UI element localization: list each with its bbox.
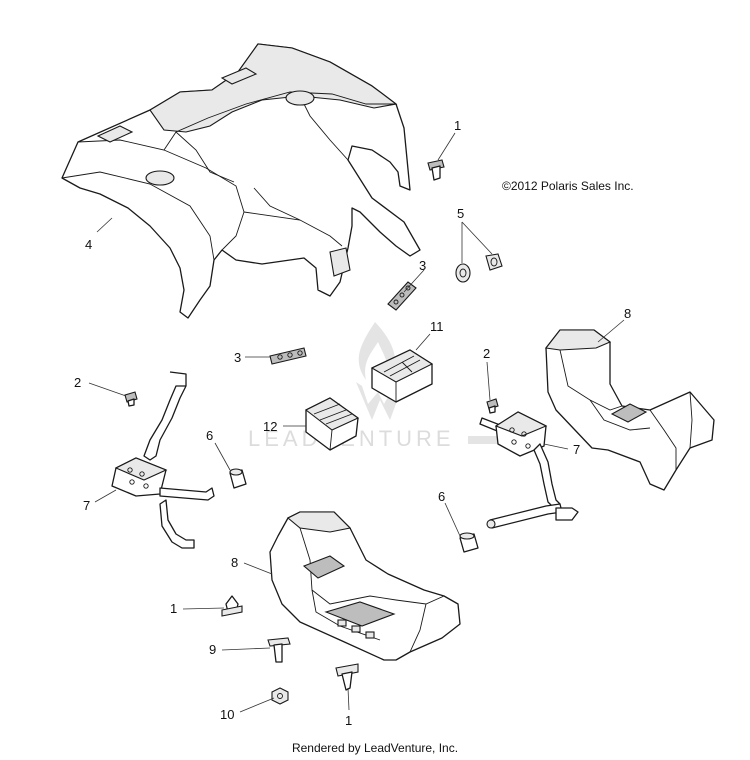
nut [271, 687, 289, 705]
fastener-strip-lower [269, 347, 307, 365]
bracket-block-11 [370, 349, 434, 403]
fastener-strip-upper [387, 281, 417, 311]
footrest-bracket-right [479, 411, 579, 529]
callout-1-top: 1 [454, 118, 461, 133]
copyright-text: ©2012 Polaris Sales Inc. [502, 179, 634, 193]
callout-7-left: 7 [83, 498, 90, 513]
callout-8-lower: 8 [231, 555, 238, 570]
leader-lines [88, 132, 625, 713]
callout-6-left: 6 [206, 428, 213, 443]
bushing-right [459, 532, 479, 553]
callout-11: 11 [430, 319, 444, 334]
callout-8-right: 8 [624, 306, 631, 321]
rear-fender [61, 43, 421, 319]
callout-2-left: 2 [74, 375, 81, 390]
grommet-pair [455, 253, 503, 283]
bolt [267, 637, 291, 663]
callout-3-upper: 3 [419, 258, 426, 273]
callout-12: 12 [263, 419, 277, 434]
callout-9: 9 [209, 642, 216, 657]
push-rivet-mid [221, 595, 243, 617]
callout-10: 10 [220, 707, 234, 722]
bushing-left [229, 468, 247, 489]
callout-5: 5 [457, 206, 464, 221]
callout-1-bottom: 1 [345, 713, 352, 728]
callout-2-right: 2 [483, 346, 490, 361]
callouts: 1 5 3 4 3 11 12 2 2 6 7 8 7 6 8 1 9 10 1 [74, 118, 631, 728]
footwell-left [269, 511, 461, 661]
callout-7-right: 7 [573, 442, 580, 457]
callout-4: 4 [85, 237, 92, 252]
callout-1-mid: 1 [170, 601, 177, 616]
footwell-right [544, 329, 715, 491]
bracket-block-12 [304, 397, 360, 451]
footer-credit: Rendered by LeadVenture, Inc. [291, 741, 459, 755]
callout-6-right: 6 [438, 489, 445, 504]
footrest-bracket-left [111, 371, 215, 549]
push-rivet-top [427, 159, 445, 181]
screw-left [124, 391, 138, 407]
push-rivet-bottom [335, 663, 359, 691]
callout-3-lower: 3 [234, 350, 241, 365]
screw-right [486, 398, 499, 414]
